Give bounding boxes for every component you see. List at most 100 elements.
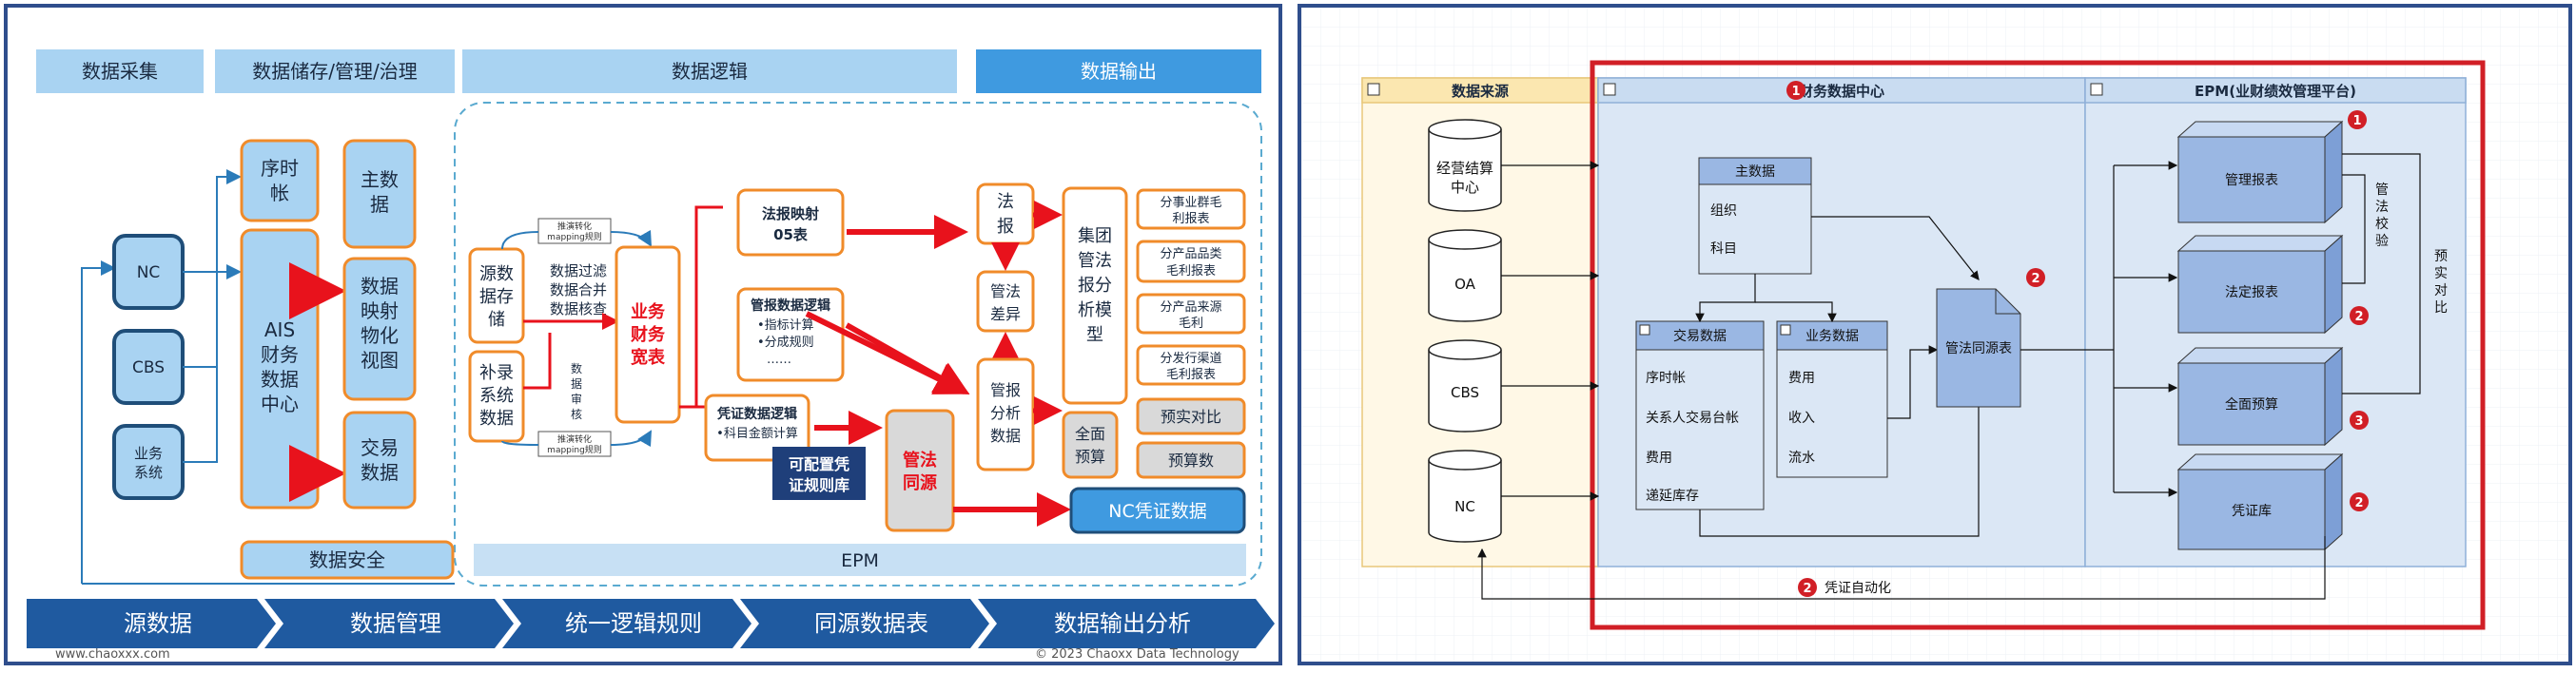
svg-text:差异: 差异 — [990, 305, 1021, 323]
svg-text:数据: 数据 — [361, 275, 399, 298]
svg-text:分产品品类: 分产品品类 — [1160, 247, 1221, 261]
svg-text:CBS: CBS — [1451, 384, 1479, 401]
source-nc: NC — [1428, 450, 1502, 543]
svg-text:经营结算: 经营结算 — [1436, 160, 1493, 177]
trade-data-table: 交易数据 序时帐 关系人交易台帐 费用 递延库存 — [1635, 320, 1765, 510]
svg-text:数据: 数据 — [361, 461, 399, 484]
svg-text:管法: 管法 — [1078, 251, 1112, 271]
svg-text:校: 校 — [2375, 216, 2389, 232]
svg-text:全面: 全面 — [1075, 425, 1105, 443]
svg-text:CBS: CBS — [132, 358, 165, 377]
svg-text:源数: 源数 — [479, 264, 514, 284]
svg-text:可配置凭: 可配置凭 — [789, 455, 849, 473]
epm-voucher-library: 凭证库 — [2176, 452, 2344, 551]
svg-text:•指标计算: •指标计算 — [757, 318, 814, 333]
header-logic: 数据逻辑 — [672, 60, 748, 83]
svg-text:系统: 系统 — [134, 464, 163, 481]
tongyuan-box: 管法 同源 — [885, 409, 955, 532]
svg-text:主数据: 主数据 — [1735, 164, 1775, 180]
svg-text:帐: 帐 — [270, 182, 289, 204]
svg-text:法报映射: 法报映射 — [762, 205, 819, 222]
mapping-view-box: 数据 映射 物化 视图 — [342, 257, 417, 401]
svg-text:核: 核 — [571, 408, 582, 421]
svg-text:储: 储 — [488, 310, 505, 330]
svg-text:业务: 业务 — [631, 301, 666, 322]
footer-copyright: © 2023 Chaoxx Data Technology — [1035, 647, 1239, 662]
output-report-2: 分产品品类 毛利报表 — [1136, 240, 1246, 283]
svg-text:预算数: 预算数 — [1168, 452, 1214, 470]
actual-budget-compare-label: 预 实 对 比 — [2434, 249, 2448, 316]
svg-text:数据过滤: 数据过滤 — [550, 262, 607, 279]
badge-finance-center: 1 — [1786, 81, 1805, 100]
svg-text:证规则库: 证规则库 — [789, 476, 849, 494]
epm-full-budget: 全面预算 — [2176, 346, 2344, 447]
svg-text:报分: 报分 — [1078, 276, 1112, 296]
budget-count-box: 预算数 — [1136, 441, 1246, 479]
svg-text:2: 2 — [2354, 310, 2363, 324]
svg-text:补录: 补录 — [479, 363, 514, 383]
header-store: 数据储存/管理/治理 — [252, 60, 417, 83]
svg-text:凭证自动化: 凭证自动化 — [1825, 581, 1891, 596]
svg-text:毛利报表: 毛利报表 — [1166, 264, 1216, 279]
ais-center: AIS 财务 数据 中心 — [240, 228, 320, 510]
svg-text:映射: 映射 — [361, 299, 399, 322]
svg-text:预: 预 — [2434, 249, 2448, 264]
fabao-box: 法 报 — [976, 183, 1035, 245]
source-cbs: CBS — [112, 329, 185, 405]
flow-step-5: 数据输出分析 — [1054, 610, 1191, 637]
output-report-1: 分事业群毛 利报表 — [1136, 188, 1246, 230]
badge-voucher: 2 — [2350, 492, 2369, 511]
svg-text:主数: 主数 — [361, 168, 399, 191]
svg-text:宽表: 宽表 — [631, 347, 666, 368]
svg-text:NC: NC — [137, 263, 161, 282]
svg-text:•分成规则: •分成规则 — [757, 336, 814, 350]
svg-text:OA: OA — [1454, 276, 1476, 293]
footer-website: www.chaoxxx.com — [55, 647, 170, 662]
output-report-3: 分产品来源 毛利 — [1136, 293, 1246, 335]
svg-text:视图: 视图 — [361, 349, 399, 372]
red-frame — [1590, 60, 2486, 630]
svg-text:推演转化: 推演转化 — [557, 433, 592, 445]
supplement-box: 补录 系统 数据 — [468, 350, 525, 443]
legal-check-label: 管 法 校 验 — [2375, 183, 2389, 249]
svg-text:利报表: 利报表 — [1172, 212, 1209, 226]
svg-text:数据来源: 数据来源 — [1452, 83, 1509, 100]
legal-map-box: 法报映射 05表 — [736, 188, 845, 257]
epm-bar: EPM — [474, 544, 1246, 576]
voucher-automation: 2 凭证自动化 — [1798, 578, 1891, 597]
svg-text:财务数据中心: 财务数据中心 — [1799, 83, 1884, 100]
output-report-4: 分发行渠道 毛利报表 — [1136, 344, 1246, 386]
svg-text:据: 据 — [370, 193, 389, 216]
source-cbs: CBS — [1428, 339, 1502, 433]
svg-text:NC: NC — [1454, 498, 1475, 515]
mapping-rule-top: 推演转化 mapping规则 — [537, 218, 612, 244]
svg-text:流水: 流水 — [1788, 451, 1815, 466]
source-store-box: 源数 据存 储 — [468, 247, 525, 344]
svg-text:管法同源表: 管法同源表 — [1945, 341, 2012, 356]
svg-text:系统: 系统 — [479, 386, 514, 406]
svg-text:序时帐: 序时帐 — [1646, 371, 1686, 386]
tongyuan-table-doc: 管法同源表 — [1936, 288, 2021, 408]
svg-text:3: 3 — [2354, 414, 2363, 429]
svg-text:分析: 分析 — [990, 404, 1021, 422]
left-panel: 数据采集 数据储存/管理/治理 数据逻辑 数据输出 NC CBS 业务 系统 序… — [4, 4, 1282, 665]
budget-all-box: 全面 预算 — [1062, 411, 1119, 479]
svg-text:•科目金额计算: •科目金额计算 — [716, 426, 798, 441]
svg-text:EPM: EPM — [841, 550, 879, 571]
svg-text:数据核查: 数据核查 — [550, 300, 607, 317]
svg-text:毛利: 毛利 — [1179, 317, 1203, 331]
svg-text:2: 2 — [1803, 582, 1811, 596]
actual-vs-budget-box: 预实对比 — [1136, 397, 1246, 435]
source-settlement-center: 经营结算 中心 — [1428, 119, 1502, 212]
svg-text:组织: 组织 — [1710, 203, 1737, 219]
svg-text:数据安全: 数据安全 — [309, 548, 385, 571]
svg-text:中心: 中心 — [1451, 179, 1479, 196]
svg-text:财务: 财务 — [261, 343, 299, 366]
logic-container — [454, 102, 1262, 586]
svg-text:据存: 据存 — [479, 287, 514, 307]
badge-legal: 2 — [2350, 306, 2369, 325]
badge-tongyuan: 2 — [2026, 268, 2045, 287]
filter-text: 数据过滤 数据合并 数据核查 — [550, 262, 607, 317]
svg-text:凭证数据逻辑: 凭证数据逻辑 — [716, 406, 797, 422]
flow-step-4: 同源数据表 — [814, 610, 928, 637]
